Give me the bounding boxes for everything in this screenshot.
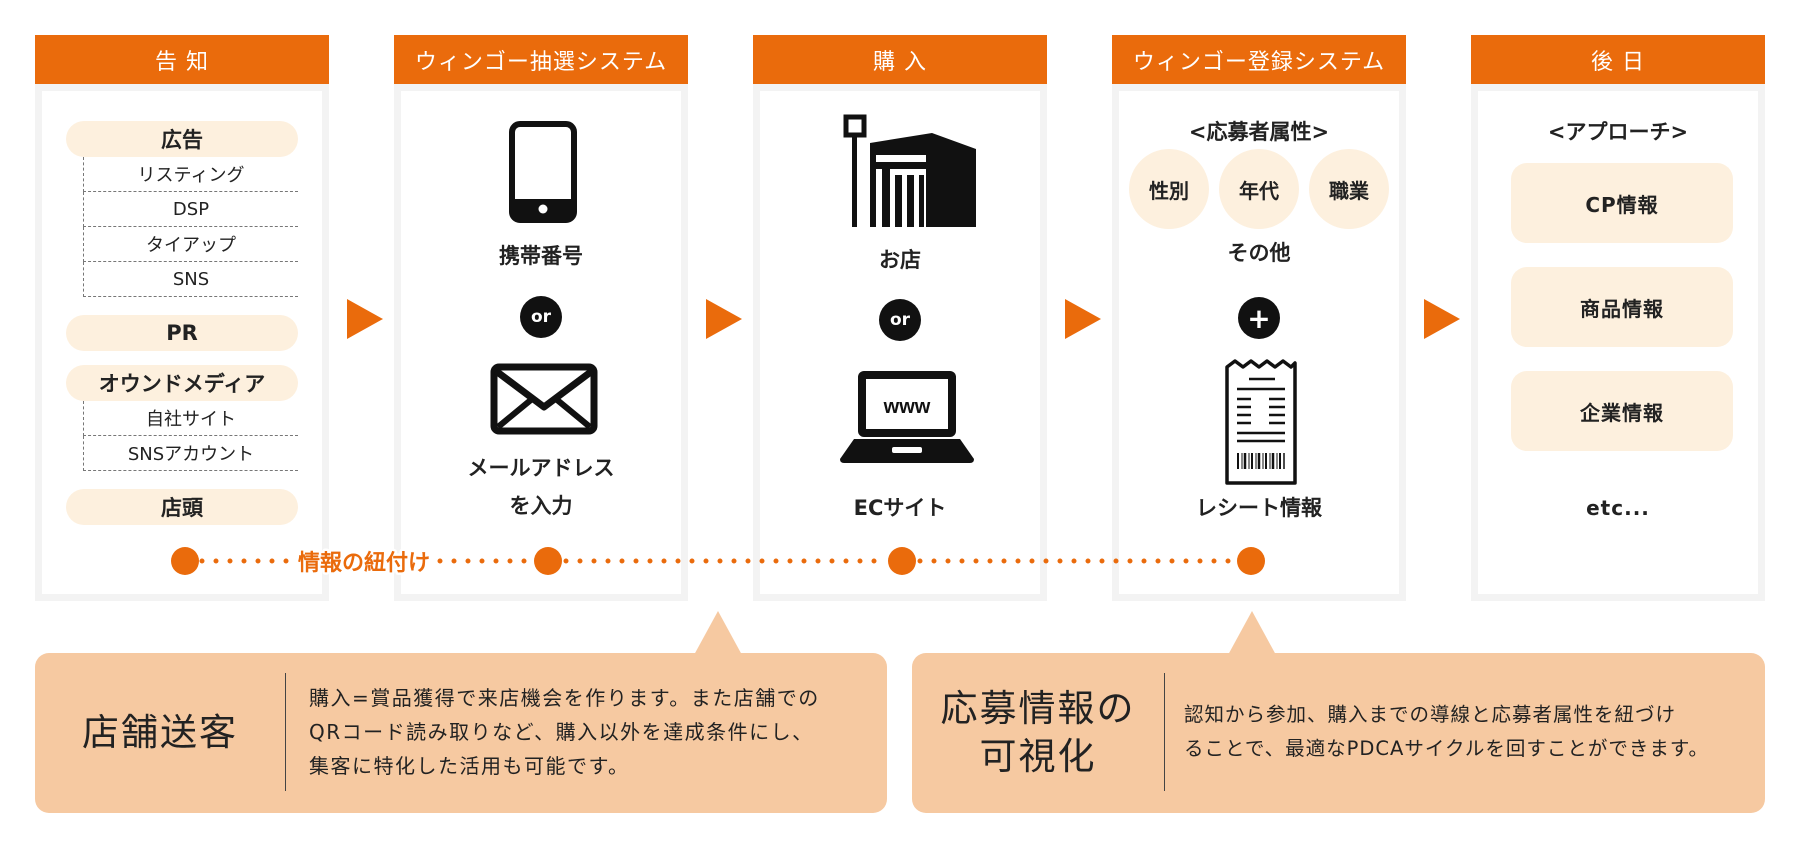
- column-lottery: ウィンゴー抽選システム 携帯番号 or メールアドレス を入力: [394, 35, 688, 601]
- plus-icon: +: [1238, 297, 1280, 339]
- pill-store-front: 店頭: [66, 489, 298, 525]
- pill-pr: PR: [66, 315, 298, 351]
- link-label: 情報の紐付け: [298, 550, 430, 576]
- panel-text: 購入=賞品獲得で来店機会を作ります。また店舗での QRコード読み取りなど、購入以…: [309, 686, 820, 778]
- mail-icon: [490, 363, 598, 435]
- sub-item: タイアップ: [83, 227, 298, 262]
- approach-title: <アプローチ>: [1547, 120, 1689, 144]
- pill-owned-media: オウンドメディア: [66, 365, 298, 401]
- column-header: 後 日: [1471, 35, 1765, 84]
- sub-item: SNS: [83, 262, 298, 297]
- attr-bubble: 性別: [1129, 149, 1209, 229]
- store-icon: [843, 114, 976, 227]
- label-mail-line1: メールアドレス: [467, 456, 615, 480]
- panel-divider: [1164, 673, 1165, 791]
- label-mail-line2: を入力: [509, 494, 573, 518]
- panel-divider: [285, 673, 286, 791]
- link-node: [888, 547, 916, 575]
- pill-ad: 広告: [66, 121, 298, 157]
- column-header: 購 入: [753, 35, 1047, 84]
- flow-arrow: [1065, 299, 1101, 339]
- label-store: お店: [879, 248, 921, 272]
- link-node: [534, 547, 562, 575]
- receipt-icon: [1225, 359, 1297, 485]
- column-purchase: 購 入 お店 or www ECサイト: [753, 35, 1047, 601]
- attr-bubble: 職業: [1309, 149, 1389, 229]
- flow-arrow: [706, 299, 742, 339]
- panel-text: 認知から参加、購入までの導線と応募者属性を紐づけ ることで、最適なPDCAサイク…: [1184, 703, 1709, 760]
- attr-bubble: 年代: [1219, 149, 1299, 229]
- flow-arrow: [347, 299, 383, 339]
- or-badge: or: [520, 296, 562, 338]
- label-ec-site: ECサイト: [853, 496, 947, 520]
- column-later: 後 日 <アプローチ> CP情報 商品情報 企業情報 etc...: [1471, 35, 1765, 601]
- approach-card: 企業情報: [1511, 371, 1733, 451]
- panel-store-visit: 店舗送客 購入=賞品獲得で来店機会を作ります。また店舗での QRコード読み取りな…: [35, 653, 887, 813]
- label-receipt: レシート情報: [1196, 496, 1322, 520]
- flow-arrow: [1424, 299, 1460, 339]
- sub-item: リスティング: [83, 157, 298, 192]
- column-header: ウィンゴー抽選システム: [394, 35, 688, 84]
- panel-title: 店舗送客: [82, 711, 238, 754]
- smartphone-icon: [509, 121, 577, 223]
- label-other: その他: [1227, 241, 1291, 265]
- panel-visualization: 応募情報の 可視化 認知から参加、購入までの導線と応募者属性を紐づけ ることで、…: [912, 653, 1765, 813]
- panel-pointer: [694, 611, 742, 655]
- sub-item: SNSアカウント: [83, 436, 298, 471]
- label-phone: 携帯番号: [499, 244, 583, 268]
- approach-card: 商品情報: [1511, 267, 1733, 347]
- panel-pointer: [1228, 611, 1276, 655]
- column-registration: ウィンゴー登録システム <応募者属性> 性別 年代 職業 その他 +: [1112, 35, 1406, 601]
- approach-card: CP情報: [1511, 163, 1733, 243]
- sub-item: 自社サイト: [83, 401, 298, 436]
- link-node: [171, 547, 199, 575]
- attr-title: <応募者属性>: [1188, 120, 1330, 144]
- label-etc: etc...: [1586, 496, 1650, 520]
- panel-title: 応募情報の 可視化: [940, 687, 1136, 778]
- or-badge: or: [879, 299, 921, 341]
- sub-item: DSP: [83, 192, 298, 227]
- laptop-icon: www: [840, 371, 974, 463]
- column-header: ウィンゴー登録システム: [1112, 35, 1406, 84]
- link-node: [1237, 547, 1265, 575]
- www-text: www: [883, 396, 931, 418]
- column-notice: 告 知 広告 リスティング DSP タイアップ SNS PR オウンドメディア …: [35, 35, 329, 601]
- column-header: 告 知: [35, 35, 329, 84]
